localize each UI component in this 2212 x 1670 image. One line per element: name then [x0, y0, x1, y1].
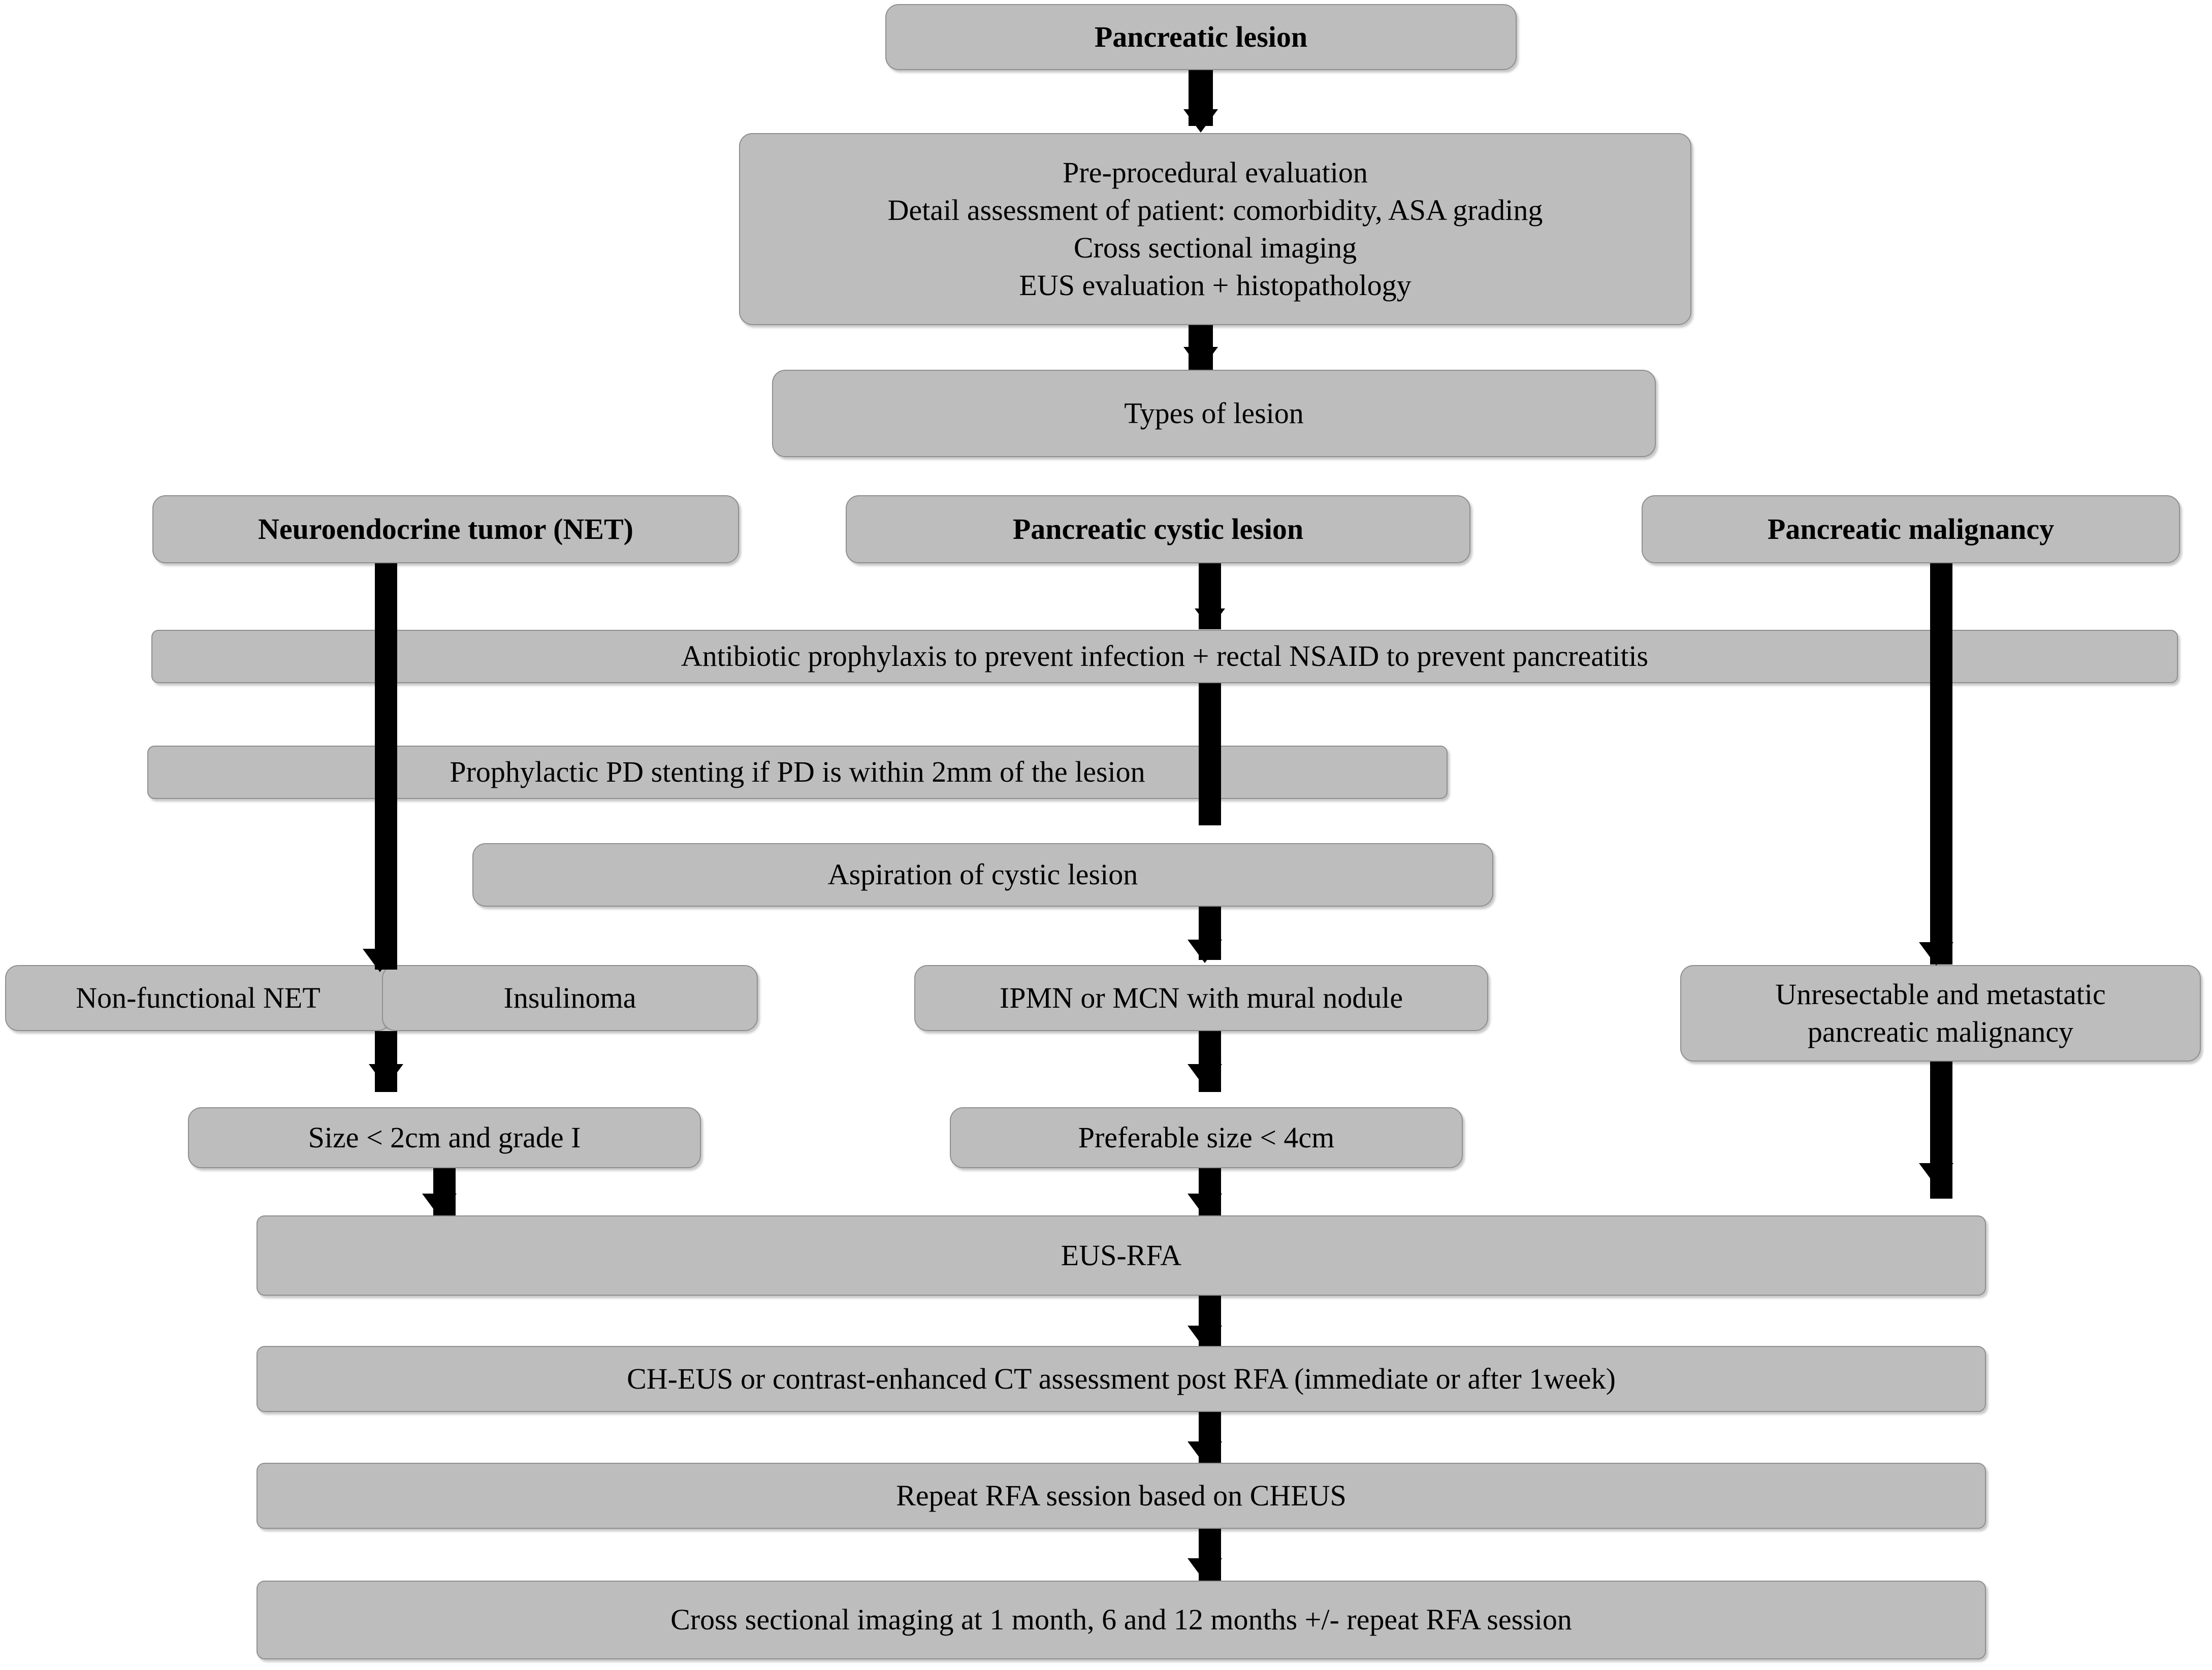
connector-antibiotic-to-aspiration: [1199, 683, 1221, 825]
node-label: Preferable size < 4cm: [1078, 1120, 1335, 1154]
node-branch-pancreatic-malignancy: Pancreatic malignancy: [1642, 495, 2180, 563]
node-label: Neuroendocrine tumor (NET): [258, 512, 633, 545]
arrowhead-size4cm-to-eusrfa: [1188, 1194, 1222, 1217]
node-repeat-rfa-session: Repeat RFA session based on CHEUS: [257, 1463, 1986, 1529]
node-label: Repeat RFA session based on CHEUS: [896, 1479, 1347, 1512]
node-label: Pancreatic malignancy: [1767, 512, 2055, 545]
node-pre-procedural-evaluation: Pre-procedural evaluation Detail assessm…: [739, 133, 1691, 325]
node-branch-pancreatic-cystic-lesion: Pancreatic cystic lesion: [846, 495, 1470, 563]
arrowhead-aspiration-to-ipmn: [1188, 940, 1222, 963]
node-antibiotic-prophylaxis: Antibiotic prophylaxis to prevent infect…: [151, 630, 2178, 683]
node-eus-rfa: EUS-RFA: [257, 1215, 1986, 1296]
arrowhead-evaluation-to-types: [1183, 347, 1218, 370]
node-preferable-size-4cm: Preferable size < 4cm: [950, 1107, 1463, 1168]
node-post-rfa-assessment: CH-EUS or contrast-enhanced CT assessmen…: [257, 1346, 1986, 1412]
arrowhead-size2cm-to-eusrfa: [422, 1194, 457, 1217]
arrowhead-malignancy-trunk: [1919, 942, 1953, 966]
node-aspiration-of-cystic-lesion: Aspiration of cystic lesion: [472, 843, 1493, 907]
arrowhead-repeat-to-followup: [1188, 1558, 1222, 1582]
node-non-functional-net: Non-functional NET: [5, 965, 391, 1031]
node-label: Pancreatic lesion: [1094, 20, 1308, 53]
arrowhead-eusrfa-to-assessment: [1188, 1326, 1222, 1349]
node-label: Pancreatic cystic lesion: [1012, 512, 1304, 545]
arrowhead-lesion-to-evaluation: [1183, 109, 1218, 133]
node-label: CH-EUS or contrast-enhanced CT assessmen…: [627, 1362, 1616, 1395]
arrowhead-assessment-to-repeat: [1188, 1441, 1222, 1465]
node-label: Cross sectional imaging at 1 month, 6 an…: [670, 1603, 1572, 1636]
arrowhead-net-trunk: [363, 949, 397, 972]
node-prophylactic-pd-stenting: Prophylactic PD stenting if PD is within…: [147, 746, 1448, 799]
node-types-of-lesion: Types of lesion: [772, 370, 1656, 457]
node-label: Prophylactic PD stenting if PD is within…: [450, 755, 1145, 789]
node-insulinoma: Insulinoma: [382, 965, 758, 1031]
node-label: Non-functional NET: [76, 981, 320, 1014]
node-size-2cm-grade-i: Size < 2cm and grade I: [188, 1107, 701, 1168]
arrowhead-cystic-to-antibiotic: [1195, 608, 1225, 629]
node-label: Antibiotic prophylaxis to prevent infect…: [681, 639, 1649, 673]
node-label: Size < 2cm and grade I: [308, 1120, 581, 1154]
connector-malignancy-trunk: [1930, 563, 1952, 965]
node-label: Unresectable and metastatic pancreatic m…: [1775, 977, 2106, 1048]
node-label: EUS-RFA: [1061, 1238, 1182, 1272]
node-label: Aspiration of cystic lesion: [827, 858, 1138, 891]
node-branch-neuroendocrine-tumor: Neuroendocrine tumor (NET): [152, 495, 739, 563]
node-ipmn-or-mcn: IPMN or MCN with mural nodule: [914, 965, 1488, 1031]
node-label: Insulinoma: [503, 981, 636, 1014]
node-pancreatic-lesion: Pancreatic lesion: [885, 4, 1517, 70]
arrowhead-net-to-size2cm: [369, 1064, 403, 1087]
node-unresectable-metastatic: Unresectable and metastatic pancreatic m…: [1680, 965, 2201, 1062]
arrowhead-ipmn-to-size4cm: [1188, 1064, 1222, 1087]
node-label: Types of lesion: [1124, 396, 1304, 430]
node-cross-sectional-followup: Cross sectional imaging at 1 month, 6 an…: [257, 1581, 1986, 1659]
connector-net-trunk: [375, 563, 397, 970]
node-label: IPMN or MCN with mural nodule: [999, 981, 1403, 1014]
node-label: Pre-procedural evaluation Detail assessm…: [887, 155, 1543, 302]
arrowhead-unresectable-to-eusrfa: [1919, 1163, 1953, 1186]
